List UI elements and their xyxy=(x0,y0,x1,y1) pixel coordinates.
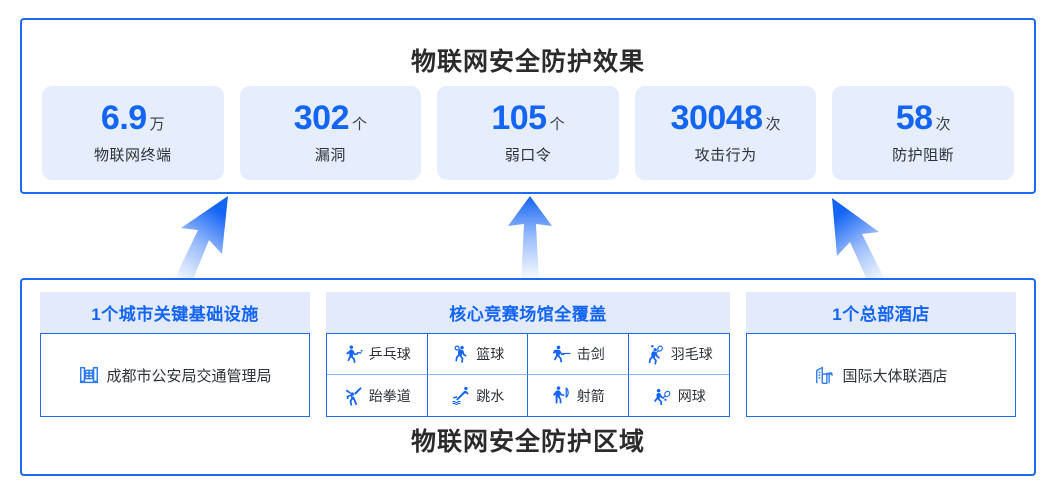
stat-card-row: 6.9 万 物联网终端 302 个 漏洞 105 个 弱口令 30048 次 xyxy=(42,86,1014,180)
stat-value: 6.9 万 xyxy=(101,101,165,135)
venue-cell-tennis[interactable]: 网球 xyxy=(629,375,730,416)
stat-card-weak-passwords[interactable]: 105 个 弱口令 xyxy=(437,86,619,180)
table-tennis-icon xyxy=(345,344,363,363)
venue-label: 篮球 xyxy=(476,346,505,362)
iot-security-zone-panel: 1个城市关键基础设施 成都市公安局交通管理局 xyxy=(20,278,1036,476)
stat-unit: 次 xyxy=(935,116,951,133)
venue-cell-taekwondo[interactable]: 跆拳道 xyxy=(327,375,428,416)
group-body: 国际大体联酒店 xyxy=(746,333,1016,417)
government-building-icon xyxy=(80,366,99,384)
venue-label: 射箭 xyxy=(576,387,605,404)
group-body: 乒乓球 篮球 xyxy=(326,333,730,417)
stat-number: 30048 xyxy=(670,99,764,137)
stat-value: 30048 次 xyxy=(671,101,781,135)
stat-unit: 个 xyxy=(352,116,368,133)
stat-value: 302 个 xyxy=(294,101,367,135)
venue-cell-archery[interactable]: 射箭 xyxy=(528,375,629,416)
venue-cell-diving[interactable]: 跳水 xyxy=(428,375,528,416)
stat-card-blocks[interactable]: 58 次 防护阻断 xyxy=(832,86,1014,180)
group-headquarters-hotel: 1个总部酒店 国际大体联酒店 xyxy=(746,292,1016,417)
archery-icon xyxy=(552,386,569,404)
fencing-icon xyxy=(552,345,571,362)
group-city-infrastructure: 1个城市关键基础设施 成都市公安局交通管理局 xyxy=(40,292,310,417)
diving-icon xyxy=(452,386,469,405)
taekwondo-icon xyxy=(345,387,362,406)
stat-unit: 个 xyxy=(549,116,565,133)
stat-number: 58 xyxy=(895,99,933,137)
venue-grid: 乒乓球 篮球 xyxy=(327,334,729,416)
venue-label: 击剑 xyxy=(576,346,605,362)
stat-number: 302 xyxy=(293,99,350,137)
venue-label: 羽毛球 xyxy=(670,346,713,362)
stat-label: 物联网终端 xyxy=(94,147,172,164)
iot-security-effect-panel: 物联网安全防护效果 6.9 万 物联网终端 302 个 漏洞 105 个 弱口令 xyxy=(20,18,1036,194)
tennis-icon xyxy=(653,388,671,406)
venue-cell-basketball[interactable]: 篮球 xyxy=(427,334,528,375)
stat-number: 6.9 xyxy=(100,99,147,137)
stat-card-attacks[interactable]: 30048 次 攻击行为 xyxy=(634,86,817,180)
effect-panel-title: 物联网安全防护效果 xyxy=(410,48,645,76)
venue-label: 网球 xyxy=(677,387,706,404)
basketball-icon xyxy=(454,344,467,363)
stat-unit: 次 xyxy=(765,116,781,133)
group-heading: 1个城市关键基础设施 xyxy=(40,292,310,333)
zone-group-row: 1个城市关键基础设施 成都市公安局交通管理局 xyxy=(40,292,1016,417)
stat-value: 105 个 xyxy=(491,101,564,135)
badminton-icon xyxy=(648,344,663,364)
venue-label: 跆拳道 xyxy=(368,387,411,404)
group-body: 成都市公安局交通管理局 xyxy=(40,333,310,417)
stat-label: 防护阻断 xyxy=(892,147,955,164)
stat-card-iot-terminals[interactable]: 6.9 万 物联网终端 xyxy=(42,86,224,180)
stat-unit: 万 xyxy=(149,116,165,133)
entity-traffic-police-bureau[interactable]: 成都市公安局交通管理局 xyxy=(78,364,272,386)
entity-fisu-hotel[interactable]: 国际大体联酒店 xyxy=(814,364,948,386)
stat-card-vulnerabilities[interactable]: 302 个 漏洞 xyxy=(239,86,422,180)
venue-cell-table-tennis[interactable]: 乒乓球 xyxy=(327,334,428,375)
entity-label: 成都市公安局交通管理局 xyxy=(106,367,272,385)
arrow-infra-to-effect xyxy=(174,196,228,282)
entity-label: 国际大体联酒店 xyxy=(842,367,948,385)
group-core-venues: 核心竞赛场馆全覆盖 乒乓球 xyxy=(326,292,730,417)
venue-label: 乒乓球 xyxy=(368,346,411,362)
arrow-hotel-to-effect xyxy=(832,198,886,282)
stat-label: 漏洞 xyxy=(314,147,346,164)
venue-cell-badminton[interactable]: 羽毛球 xyxy=(628,334,729,375)
stat-label: 弱口令 xyxy=(504,147,552,164)
stat-label: 攻击行为 xyxy=(694,147,757,164)
venue-label: 跳水 xyxy=(476,387,505,404)
group-heading: 核心竞赛场馆全覆盖 xyxy=(326,292,730,333)
hotel-icon xyxy=(816,366,834,384)
zone-panel-title: 物联网安全防护区域 xyxy=(410,428,645,456)
arrow-connector-layer xyxy=(174,196,886,282)
stat-value: 58 次 xyxy=(896,101,951,135)
venue-cell-fencing[interactable]: 击剑 xyxy=(528,334,629,375)
arrow-venues-to-effect xyxy=(508,196,552,282)
stat-number: 105 xyxy=(491,99,547,137)
group-heading: 1个总部酒店 xyxy=(746,292,1016,333)
